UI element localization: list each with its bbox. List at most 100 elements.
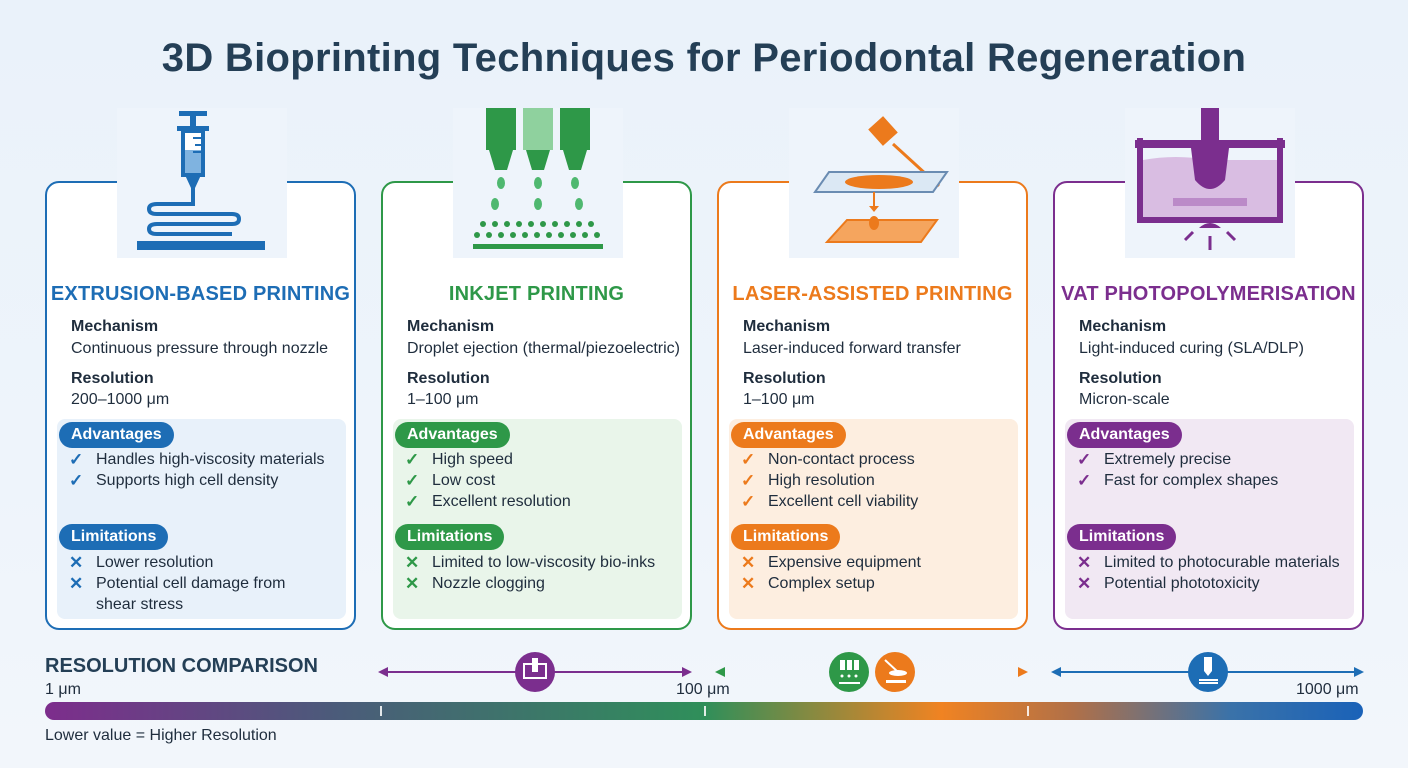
advantage-item-text: Handles high-viscosity materials [96,451,325,468]
check-icon: ✓ [405,492,420,511]
mechanism-value: Continuous pressure through nozzle [71,340,329,357]
check-icon: ✓ [741,450,756,469]
laser-icon [875,652,915,692]
limitation-item: ✕ Potential phototoxicity [1077,573,1350,594]
cross-icon: ✕ [741,553,756,572]
resolution-value: 1–100 μm [407,391,479,408]
resolution-comparison-title: RESOLUTION COMPARISON [45,655,318,677]
limitation-item: ✕ Limited to low-viscosity bio-inks [405,552,678,573]
resolution-label: Resolution [743,370,826,387]
limitation-item-list: ✕ Lower resolution ✕ Potential cell damage … [69,552,342,615]
advantage-item: ✓ Excellent cell viability [741,491,1014,512]
cross-icon: ✕ [1077,574,1092,593]
advantage-item-text: Excellent resolution [432,493,571,510]
syringe-extrusion-icon [117,108,287,258]
card-title: VAT PHOTOPOLYMERISATION [1061,283,1356,305]
limitation-item-text: Expensive equipment [768,554,921,571]
check-icon: ✓ [1077,450,1092,469]
cross-icon: ✕ [69,553,84,572]
scale-tick [1027,706,1029,716]
mechanism-label: Mechanism [1079,318,1167,335]
resolution-range-arrows [378,652,1364,692]
inkjet-icon [829,652,869,692]
limitation-item-list: ✕ Limited to low-viscosity bio-inks ✕Nozzl… [405,552,678,594]
cross-icon: ✕ [405,574,420,593]
resolution-value: 1–100 μm [743,391,815,408]
limitation-item-text: Limited to photocurable materials [1104,554,1340,571]
extrusion-icon [1188,652,1228,692]
limitations-badge: Limitations [1067,524,1177,550]
cross-icon: ✕ [741,574,756,593]
advantage-item-text: Low cost [432,472,496,489]
advantage-item: ✓ Supports high cell density [69,470,342,491]
inkjet-nozzle-icon [453,108,623,258]
limitation-item-text: Limited to low-viscosity bio-inks [432,554,656,571]
check-icon: ✓ [741,492,756,511]
limitation-item: ✕ Lower resolution [69,552,342,573]
vat-light-icon [1125,108,1295,258]
resolution-value: Micron-scale [1079,391,1170,408]
vat-icon [515,652,555,692]
advantages-badge: Advantages [731,422,846,448]
advantage-item-text: High resolution [768,472,875,489]
advantage-item: ✓ Non-contact process [741,449,1014,470]
advantage-item: ✓High speed [405,449,678,470]
limitations-badge: Limitations [731,524,841,550]
scale-max-label: 1000 μm [1296,681,1359,698]
resolution-label: Resolution [71,370,154,387]
advantage-item-text: Excellent cell viability [768,493,919,510]
page-title: 3D Bioprinting Techniques for Periodonta… [161,36,1247,80]
scale-tick [380,706,382,716]
limitation-item-text: Potential cell damage from [96,575,286,592]
advantage-item: ✓High resolution [741,470,1014,491]
card-title: INKJET PRINTING [448,283,625,305]
card-title: LASER-ASSISTED PRINTING [732,283,1013,305]
resolution-label: Resolution [1079,370,1162,387]
limitation-item: ✕ Limited to photocurable materials [1077,552,1350,573]
advantages-badge: Advantages [59,422,174,448]
limitations-badge: Limitations [59,524,169,550]
resolution-footnote: Lower value = Higher Resolution [45,727,277,744]
advantage-item: ✓ Excellent resolution [405,491,678,512]
advantage-item-text: Non-contact process [768,451,915,468]
limitation-item: ✕Nozzle clogging [405,573,678,594]
limitation-item: ✕ Expensive equipment [741,552,1014,573]
limitation-item-text: Lower resolution [96,554,214,571]
cross-icon: ✕ [1077,553,1092,572]
check-icon: ✓ [69,450,84,469]
inkjet-laser-range-arrow [715,667,1028,677]
limitations-badge: Limitations [395,524,505,550]
mechanism-value: Laser-induced forward transfer [743,340,961,357]
scale-min-label: 1 μm [45,681,81,698]
mechanism-label: Mechanism [743,318,831,335]
scale-tick [704,706,706,716]
limitation-item: ✕shear stress [69,594,342,615]
cross-icon: ✕ [405,553,420,572]
advantages-badge: Advantages [395,422,510,448]
mechanism-value: Droplet ejection (thermal/piezoelectric) [407,340,680,357]
check-icon: ✓ [69,471,84,490]
limitation-item-list: ✕ Limited to photocurable materials ✕ Poten… [1077,552,1350,594]
advantage-item-text: Extremely precise [1104,451,1232,468]
advantage-item-text: High speed [432,451,513,468]
resolution-value: 200–1000 μm [71,391,170,408]
mechanism-value: Light-induced curing (SLA/DLP) [1079,340,1305,357]
check-icon: ✓ [405,471,420,490]
limitation-item-text: Potential phototoxicity [1104,575,1260,592]
advantage-item: ✓ Extremely precise [1077,449,1350,470]
check-icon: ✓ [1077,471,1092,490]
card-title: EXTRUSION-BASED PRINTING [50,283,351,305]
resolution-label: Resolution [407,370,490,387]
cross-icon: ✕ [69,574,84,593]
limitation-item-text: shear stress [96,596,184,613]
advantage-item-list: ✓ Non-contact process ✓High resolution✓ Exc… [741,449,1014,512]
advantage-item-text: Fast for complex shapes [1104,472,1279,489]
advantage-item: ✓ Low cost [405,470,678,491]
advantage-item-text: Supports high cell density [96,472,279,489]
scale-mid-label: 100 μm [676,681,730,698]
